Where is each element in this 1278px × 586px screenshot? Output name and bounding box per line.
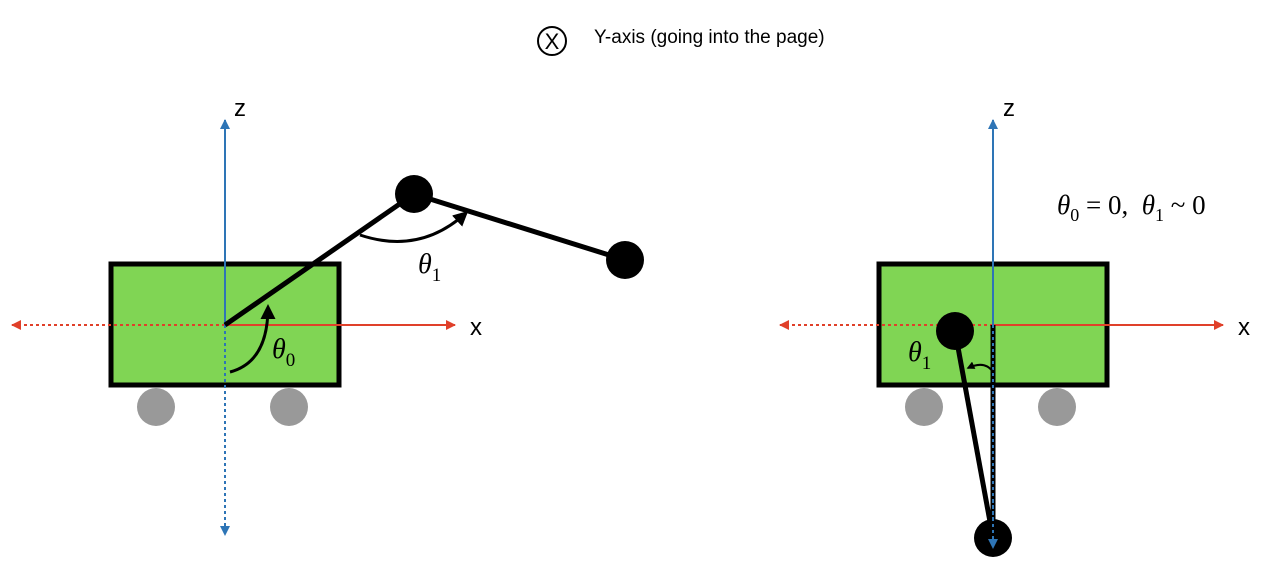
y-axis-legend: X Y-axis (going into the page) [537, 26, 825, 56]
theta1-label: θ1 [908, 337, 931, 374]
end-mass [606, 241, 644, 279]
into-page-symbol: X [545, 29, 560, 54]
theta0-label: θ0 [272, 334, 295, 371]
theta0-arc [229, 304, 276, 374]
theta1-arc [359, 210, 469, 243]
joint-mass-1 [936, 312, 974, 350]
z-axis-label: z [234, 95, 246, 122]
wheel-right [270, 388, 308, 426]
left-panel: x z θ0 θ1 [11, 95, 644, 536]
z-axis-label: z [1003, 95, 1015, 122]
x-axis-label: x [1238, 314, 1250, 341]
link-2 [413, 191, 626, 263]
theta1-arc [966, 361, 994, 373]
theta1-label: θ1 [418, 249, 441, 286]
wheel-left [905, 388, 943, 426]
link-1 [223, 191, 416, 328]
legend-text: Y-axis (going into the page) [594, 27, 825, 48]
joint-mass-1 [395, 175, 433, 213]
into-page-icon [537, 26, 567, 56]
link-2 [952, 330, 996, 539]
wheel-left [137, 388, 175, 426]
x-axis-label: x [470, 314, 482, 341]
right-panel: x z θ1 θ0 = 0, θ1 ~ 0 [779, 95, 1250, 557]
state-equation: θ0 = 0, θ1 ~ 0 [1057, 190, 1206, 225]
wheel-right [1038, 388, 1076, 426]
